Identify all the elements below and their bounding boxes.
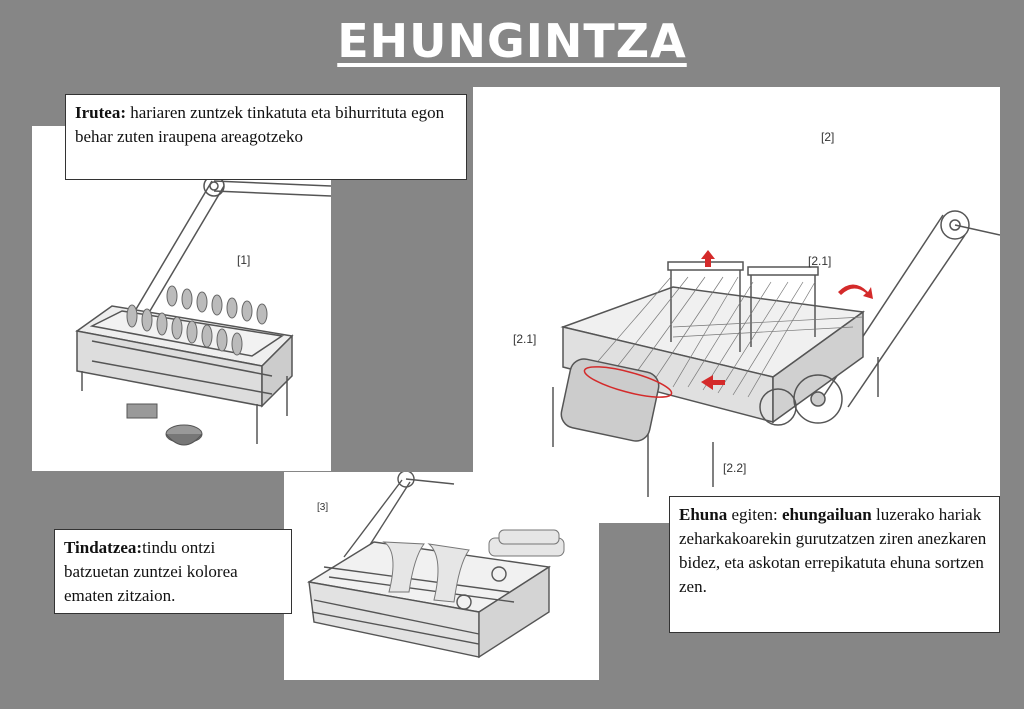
ehungailuan-term: ehungailuan bbox=[781, 505, 872, 524]
irutea-text: hariaren zuntzek tinkatuta eta bihurritu… bbox=[75, 103, 445, 146]
page-title: EHUNGINTZA bbox=[337, 14, 687, 68]
figure-2-1-label-left: [2.1] bbox=[513, 332, 537, 346]
dyeing-vat-illustration bbox=[307, 472, 565, 659]
figure-1-label: [1] bbox=[237, 253, 251, 267]
figure-2-1-label-right: [2.1] bbox=[808, 254, 832, 268]
figure-3-label: [3] bbox=[317, 502, 329, 513]
irutea-term: Irutea: bbox=[75, 103, 126, 122]
ehuna-mid: egiten: bbox=[727, 505, 782, 524]
tindatzea-caption: Tindatzea:tindu ontzi batzuetan zuntzei … bbox=[54, 529, 292, 614]
figure-2-2-label: [2.2] bbox=[723, 461, 747, 475]
ehuna-text: luzerako hariak zeharkakoarekin gurutzat… bbox=[679, 505, 987, 596]
ehuna-term: Ehuna bbox=[679, 505, 728, 524]
ehuna-caption: Ehuna egiten: ehungailuan luzerako haria… bbox=[669, 496, 1000, 633]
loom-illustration bbox=[552, 210, 1000, 497]
figure-2-label: [2] bbox=[821, 130, 835, 144]
tindatzea-term: Tindatzea: bbox=[64, 538, 143, 557]
irutea-caption: Irutea: hariaren zuntzek tinkatuta eta b… bbox=[65, 94, 467, 180]
dyeing-vat-figure: [3] bbox=[284, 472, 599, 680]
spinning-machine-figure: [1] bbox=[32, 126, 331, 471]
spinning-machine-illustration bbox=[75, 175, 331, 446]
loom-figure: [2] [2.1] [2.1] [2.2] bbox=[473, 87, 1000, 523]
tindatzea-text: tindu ontzi batzuetan zuntzei kolorea em… bbox=[64, 538, 238, 605]
